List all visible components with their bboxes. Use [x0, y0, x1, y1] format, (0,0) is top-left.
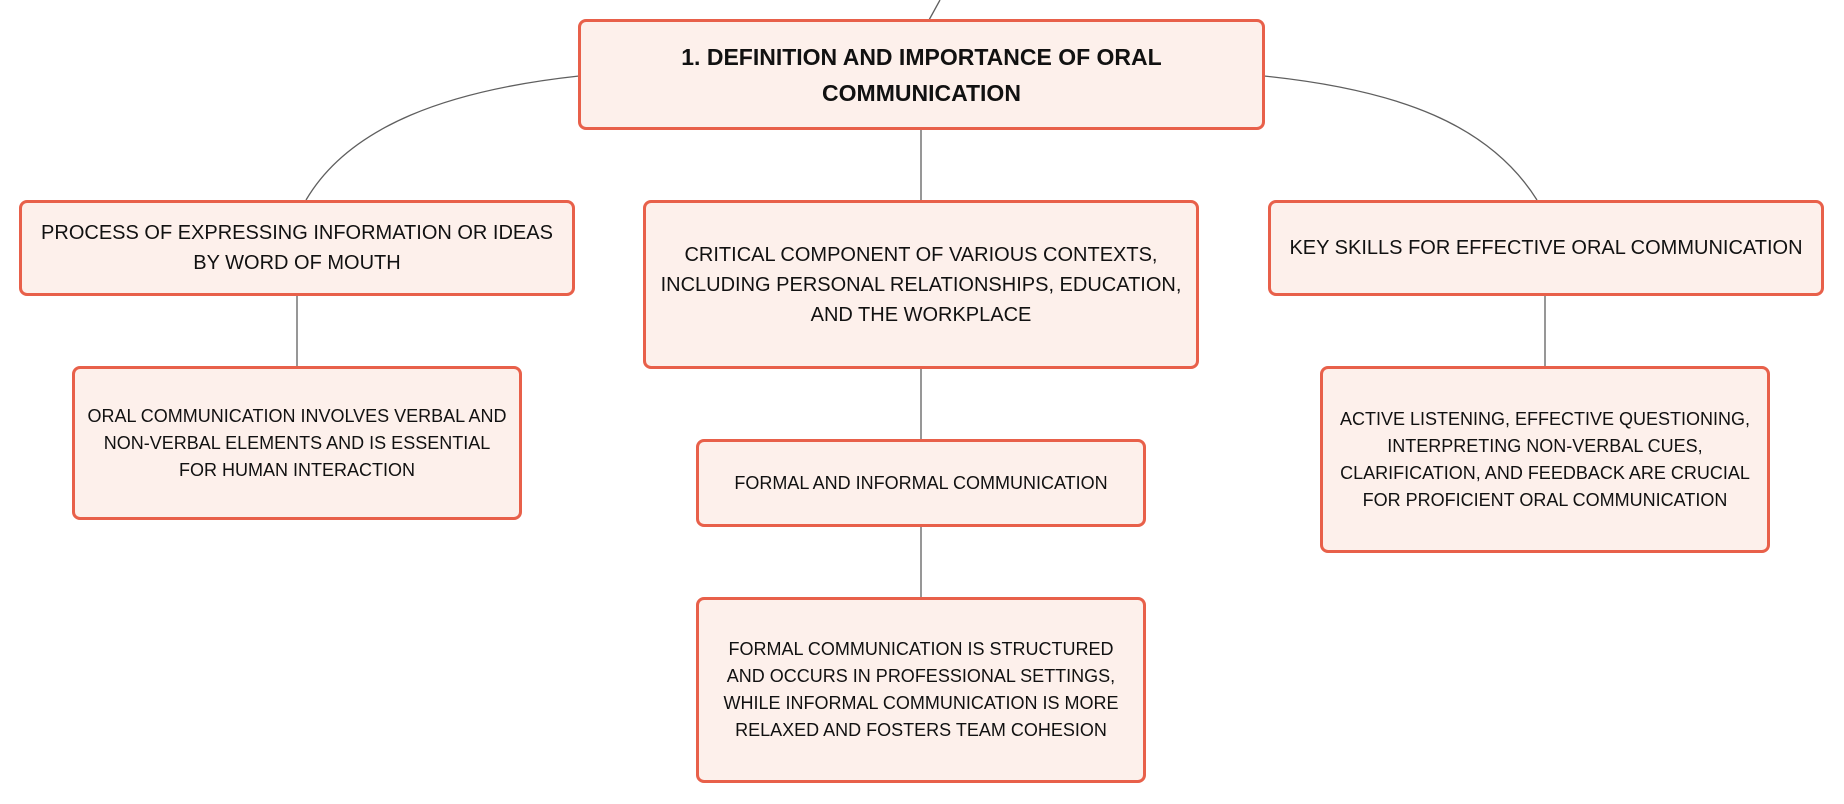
subtopic-node-verbal-nonverbal[interactable]: ORAL COMMUNICATION INVOLVES VERBAL AND N…: [72, 366, 522, 520]
root-topic-node[interactable]: 1. DEFINITION AND IMPORTANCE OF ORAL COM…: [578, 19, 1265, 130]
subtopic-label-formal-informal: FORMAL AND INFORMAL COMMUNICATION: [734, 472, 1108, 493]
connector-root-to-branch-left: [305, 75, 580, 201]
branch-node-critical-component[interactable]: CRITICAL COMPONENT OF VARIOUS CONTEXTS, …: [643, 200, 1199, 369]
connector-parent-to-root: [928, 0, 941, 21]
branch-label-expressing-information: PROCESS OF EXPRESSING INFORMATION OR IDE…: [41, 222, 553, 274]
subtopic-node-active-listening[interactable]: ACTIVE LISTENING, EFFECTIVE QUESTIONING,…: [1320, 366, 1770, 553]
subtopic-label-active-listening: ACTIVE LISTENING, EFFECTIVE QUESTIONING,…: [1339, 408, 1751, 510]
branch-label-critical-component: CRITICAL COMPONENT OF VARIOUS CONTEXTS, …: [660, 243, 1182, 326]
root-topic-label: 1. DEFINITION AND IMPORTANCE OF ORAL COM…: [681, 43, 1162, 106]
branch-node-expressing-information[interactable]: PROCESS OF EXPRESSING INFORMATION OR IDE…: [19, 200, 575, 296]
branch-label-key-skills: KEY SKILLS FOR EFFECTIVE ORAL COMMUNICAT…: [1289, 237, 1803, 259]
branch-node-key-skills[interactable]: KEY SKILLS FOR EFFECTIVE ORAL COMMUNICAT…: [1268, 200, 1824, 296]
subtopic-node-formal-informal[interactable]: FORMAL AND INFORMAL COMMUNICATION: [696, 439, 1146, 527]
subtopic-label-formal-structured: FORMAL COMMUNICATION IS STRUCTURED AND O…: [723, 639, 1119, 740]
connector-root-to-branch-right: [1263, 75, 1538, 201]
subtopic-label-verbal-nonverbal: ORAL COMMUNICATION INVOLVES VERBAL AND N…: [87, 405, 507, 480]
subtopic-node-formal-structured[interactable]: FORMAL COMMUNICATION IS STRUCTURED AND O…: [696, 597, 1146, 783]
